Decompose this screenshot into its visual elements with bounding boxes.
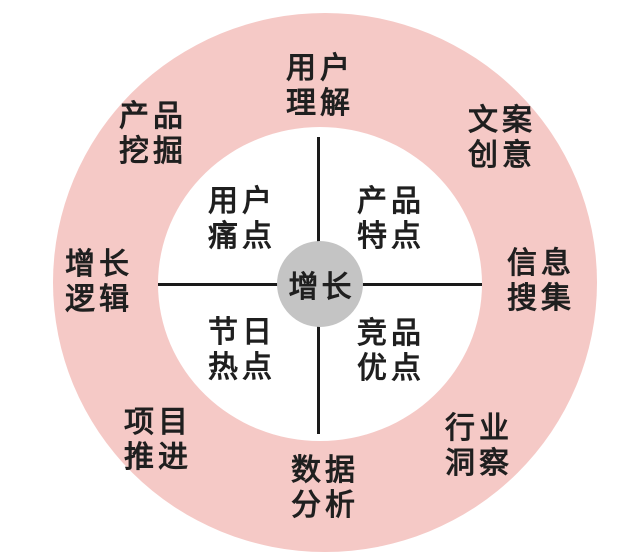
ring-label-project-advance: 项目 推进 <box>120 405 192 475</box>
ring-label-line: 用户 <box>286 52 354 85</box>
quadrant-label-competitor-advantages: 竞品 优点 <box>353 316 425 386</box>
ring-label-product-mining: 产品 挖掘 <box>115 99 187 169</box>
quadrant-label-line: 竞品 <box>357 317 425 350</box>
quadrant-label-line: 产品 <box>357 185 425 218</box>
ring-label-line: 行业 <box>445 412 513 445</box>
ring-label-line: 分析 <box>291 489 359 522</box>
ring-label-info-gathering: 信息 搜集 <box>503 246 575 316</box>
ring-label-line: 逻辑 <box>65 283 133 316</box>
ring-label-line: 信息 <box>507 247 575 280</box>
ring-label-line: 洞察 <box>445 447 513 480</box>
ring-label-line: 产品 <box>119 100 187 133</box>
quadrant-label-line: 热点 <box>208 351 276 384</box>
ring-label-growth-logic: 增长 逻辑 <box>61 247 133 317</box>
quadrant-label-line: 痛点 <box>208 220 276 253</box>
quadrant-label-user-pain-points: 用户 痛点 <box>204 184 276 254</box>
ring-label-user-understanding: 用户 理解 <box>282 51 354 121</box>
quadrant-label-line: 节日 <box>208 316 276 349</box>
ring-label-industry-insight: 行业 洞察 <box>441 411 513 481</box>
ring-label-copy-creativity: 文案 创意 <box>464 103 536 173</box>
ring-label-line: 数据 <box>291 454 359 487</box>
ring-label-line: 推进 <box>124 441 192 474</box>
quadrant-label-line: 特点 <box>357 220 425 253</box>
quadrant-label-line: 优点 <box>357 352 425 385</box>
ring-label-line: 增长 <box>65 248 133 281</box>
ring-label-line: 项目 <box>124 406 192 439</box>
ring-label-line: 理解 <box>286 87 354 120</box>
ring-label-line: 挖掘 <box>119 135 187 168</box>
ring-label-line: 搜集 <box>507 282 575 315</box>
center-hub-circle: 增长 <box>277 241 363 327</box>
ring-label-line: 文案 <box>468 104 536 137</box>
ring-label-data-analysis: 数据 分析 <box>287 453 359 523</box>
quadrant-label-line: 用户 <box>208 185 276 218</box>
ring-label-line: 创意 <box>468 139 536 172</box>
center-hub-label: 增长 <box>288 271 355 304</box>
quadrant-label-product-features: 产品 特点 <box>353 184 425 254</box>
quadrant-label-holiday-hotspots: 节日 热点 <box>204 315 276 385</box>
